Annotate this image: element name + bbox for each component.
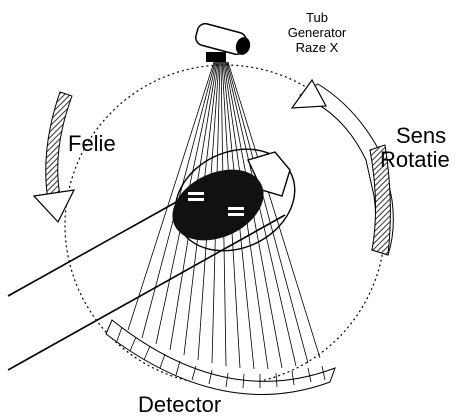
tube-label-line2: Generator (287, 25, 347, 40)
felie-label: Felie (68, 131, 116, 156)
tube-label-line1: Tub (306, 10, 328, 25)
tube-label-line3: Raze X (295, 40, 339, 55)
patient-icon (172, 148, 296, 252)
detector-label: Detector (138, 392, 222, 417)
patient-table (7, 185, 286, 371)
sens-rotatie-label: Sens Rotatie (380, 124, 450, 172)
tube-label: Tub Generator Raze X (282, 10, 352, 55)
sens-label-line1: Sens (396, 123, 447, 148)
rotation-arrow-icon (290, 78, 394, 256)
sens-label-line2: Rotatie (380, 147, 450, 172)
xray-tube-icon (195, 22, 251, 62)
detector-array-icon (105, 319, 336, 395)
slice-arrow-icon (32, 91, 76, 224)
